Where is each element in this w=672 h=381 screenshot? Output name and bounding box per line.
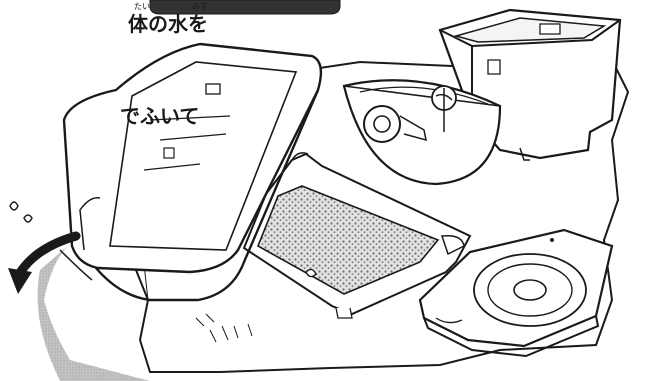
instruction-line-1: 体の水を [128,8,208,37]
instruction-line-2: でふいて [120,100,199,129]
instruction-ruby-2: みず [192,1,208,12]
instruction-ruby-1: たい [134,1,150,12]
